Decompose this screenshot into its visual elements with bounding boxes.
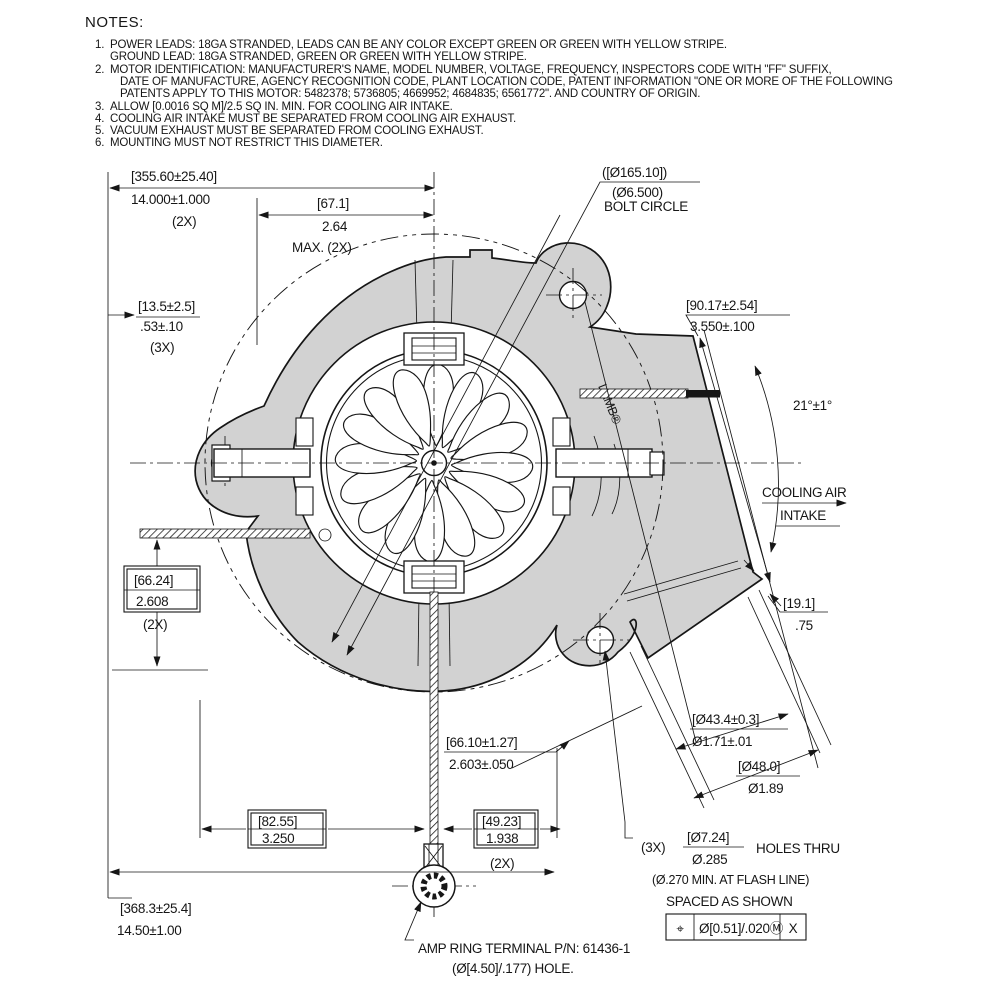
dim-base-height-qty: (2X) (143, 617, 167, 632)
dim-intake-offset-mm: [90.17±2.54] (686, 298, 757, 313)
dim-max-width-note: MAX. (2X) (292, 240, 352, 255)
dim-mount-holes-mm: [Ø7.24] (687, 830, 729, 845)
note-3-num: 3. (95, 101, 104, 113)
dim-exhaust-id-inch: Ø1.71±.01 (692, 734, 752, 749)
feature-control-frame: ⌖ Ø[0.51]/.020Ⓜ X (665, 913, 807, 941)
note-2-num: 2. (95, 64, 104, 76)
fcf-position-symbol: ⌖ (676, 921, 684, 936)
dim-mount-holes-inch: Ø.285 (692, 852, 727, 867)
dim-exhaust-id: [Ø43.4±0.3] Ø1.71±.01 (675, 712, 789, 750)
dim-flange-thickness-mm: [13.5±2.5] (138, 299, 195, 314)
note-1-line-2: GROUND LEAD: 18GA STRANDED, GREEN OR GRE… (110, 51, 527, 63)
dim-intake-angle: 21°±1° (754, 365, 832, 553)
dim-lead-length: [355.60±25.40] 14.000±1.000 (2X) (109, 169, 435, 229)
dim-lead-exit-mm: [66.10±1.27] (446, 735, 517, 750)
dim-hole-span-right-qty: (2X) (490, 856, 514, 871)
dim-bolt-circle-mm: ([Ø165.10]) (602, 165, 667, 180)
dim-lead-length-mm: [355.60±25.40] (131, 169, 217, 184)
dim-base-height: [66.24] 2.608 (2X) (112, 539, 208, 671)
note-3-line-1: ALLOW [0.0016 SQ M]/2.5 SQ IN. MIN. FOR … (110, 101, 453, 113)
dim-mount-holes-note1: (Ø.270 MIN. AT FLASH LINE) (652, 873, 809, 887)
dim-mount-holes-note2: SPACED AS SHOWN (666, 894, 793, 909)
dim-hole-span-right: [49.23] 1.938 (2X) (443, 809, 561, 871)
dim-exhaust-od-inch: Ø1.89 (748, 781, 783, 796)
note-5-num: 5. (95, 125, 104, 137)
dim-duct-wall: [19.1] .75 (743, 559, 828, 633)
cooling-air-line1: COOLING AIR (762, 485, 847, 500)
dim-duct-wall-mm: [19.1] (783, 596, 815, 611)
dim-duct-wall-inch: .75 (795, 618, 813, 633)
dim-hole-span-right-inch: 1.938 (486, 831, 518, 846)
dim-hole-span-left-mm: [82.55] (258, 814, 297, 829)
dim-lead-exit: [66.10±1.27] 2.603±.050 (444, 735, 570, 772)
fcf-tolerance: Ø[0.51]/.020Ⓜ (699, 921, 784, 936)
notes-title: NOTES: (85, 14, 144, 31)
dim-overall-length-mm: [368.3±25.4] (120, 901, 191, 916)
dim-hole-span-left-inch: 3.250 (262, 831, 294, 846)
note-5-line-1: VACUUM EXHAUST MUST BE SEPARATED FROM CO… (110, 125, 483, 137)
dim-intake-angle-value: 21°±1° (793, 398, 832, 413)
terminal-line1: AMP RING TERMINAL P/N: 61436-1 (418, 941, 630, 956)
mount-hole-top-right (546, 268, 602, 322)
dim-lead-length-inch: 14.000±1.000 (131, 192, 210, 207)
note-4-num: 4. (95, 113, 104, 125)
terminal-ring (412, 864, 456, 908)
note-6-num: 6. (95, 137, 104, 149)
dim-max-width-mm: [67.1] (317, 196, 349, 211)
mount-hole-bottom (573, 613, 629, 667)
dim-bolt-circle-inch: (Ø6.500) (612, 185, 663, 200)
note-1-num: 1. (95, 39, 104, 51)
dim-exhaust-id-mm: [Ø43.4±0.3] (692, 712, 759, 727)
dim-bolt-circle-name: BOLT CIRCLE (604, 199, 688, 214)
terminal-star-hole (420, 872, 448, 900)
dim-mount-holes: (3X) [Ø7.24] Ø.285 HOLES THRU (Ø.270 MIN… (602, 650, 840, 941)
dim-lead-length-qty: (2X) (172, 214, 196, 229)
notes-block: NOTES: 1. POWER LEADS: 18GA STRANDED, LE… (85, 14, 893, 149)
dim-base-height-inch: 2.608 (136, 594, 168, 609)
lead-wire-right (579, 388, 689, 399)
dim-lead-exit-inch: 2.603±.050 (449, 757, 513, 772)
dim-exhaust-od: [Ø48.0] Ø1.89 (693, 749, 819, 799)
note-2-line-1: MOTOR IDENTIFICATION: MANUFACTURER'S NAM… (110, 64, 831, 76)
mount-clips (295, 417, 571, 516)
cooling-air-callout: COOLING AIR INTAKE (762, 485, 847, 527)
dim-overall-length-inch: 14.50±1.00 (117, 923, 181, 938)
dim-mount-holes-suffix: HOLES THRU (756, 841, 840, 856)
dim-intake-offset-inch: 3.550±.100 (690, 319, 754, 334)
note-2-line-2: DATE OF MANUFACTURE, AGENCY RECOGNITION … (120, 76, 893, 88)
terminal-callout: AMP RING TERMINAL P/N: 61436-1 (Ø[4.50]/… (404, 901, 630, 976)
dim-hole-span-left: [82.55] 3.250 (201, 809, 425, 849)
dim-flange-thickness-qty: (3X) (150, 340, 174, 355)
note-1-line-1: POWER LEADS: 18GA STRANDED, LEADS CAN BE… (110, 39, 727, 51)
dim-bolt-circle: ([Ø165.10]) (Ø6.500) BOLT CIRCLE (331, 165, 700, 656)
note-4-line-1: COOLING AIR INTAKE MUST BE SEPARATED FRO… (110, 113, 516, 125)
note-6-line-1: MOUNTING MUST NOT RESTRICT THIS DIAMETER… (110, 137, 383, 149)
dim-overall-length: [368.3±25.4] 14.50±1.00 (109, 868, 555, 938)
dim-base-height-mm: [66.24] (134, 573, 173, 588)
lead-wire-left (139, 528, 311, 539)
dim-max-width: [67.1] 2.64 MAX. (2X) (258, 196, 434, 255)
lead-wire-bottom (429, 591, 439, 846)
dim-flange-thickness: [13.5±2.5] .53±.10 (3X) (108, 299, 200, 355)
cooling-air-line2: INTAKE (780, 508, 826, 523)
dim-mount-holes-qty: (3X) (641, 840, 665, 855)
dim-exhaust-od-mm: [Ø48.0] (738, 759, 780, 774)
terminal-line2: (Ø[4.50]/.177) HOLE. (452, 961, 574, 976)
dim-max-width-inch: 2.64 (322, 219, 348, 234)
fcf-datum: X (789, 921, 798, 936)
ring-terminal (412, 843, 456, 908)
dim-hole-span-right-mm: [49.23] (482, 814, 521, 829)
note-2-line-3: PATENTS APPLY TO THIS MOTOR: 5482378; 57… (120, 88, 700, 100)
dim-flange-thickness-inch: .53±.10 (140, 319, 183, 334)
